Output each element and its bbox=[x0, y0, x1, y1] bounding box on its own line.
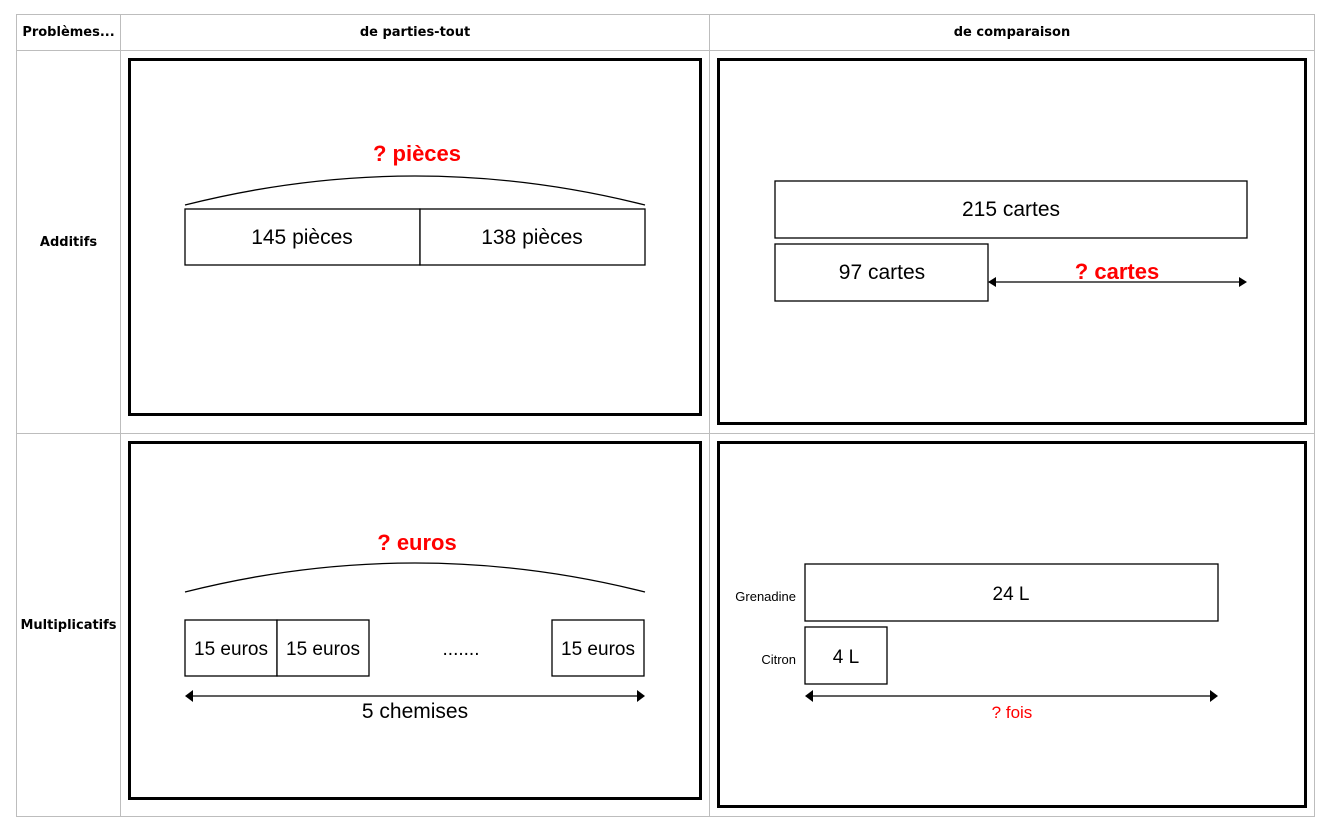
large-quantity-label: 24 L bbox=[993, 584, 1030, 605]
large-quantity-bar bbox=[804, 563, 1219, 622]
ratio-question-label: ? fois bbox=[992, 703, 1033, 722]
part-1-label: 145 pièces bbox=[251, 226, 353, 249]
unit-box-last bbox=[551, 619, 645, 677]
unit-last-label: 15 euros bbox=[561, 639, 635, 660]
panel-additive-parts-whole: ? pièces 145 pièces 138 pièces bbox=[128, 58, 702, 416]
table-border-top bbox=[16, 14, 1315, 15]
panel-multiplicative-parts-whole: ? euros 15 euros 15 euros ....... 15 eur… bbox=[128, 441, 702, 800]
table-border-bottom bbox=[16, 816, 1315, 817]
table-col-divider-2 bbox=[709, 14, 710, 817]
unit-box-2 bbox=[276, 619, 370, 677]
ratio-arrow-head-right bbox=[1210, 690, 1218, 702]
unit-2-label: 15 euros bbox=[286, 639, 360, 660]
header-problems: Problèmes... bbox=[22, 25, 115, 40]
table-border-right bbox=[1314, 14, 1315, 817]
smaller-quantity-label: 97 cartes bbox=[839, 261, 925, 284]
total-brace-arc bbox=[184, 175, 646, 206]
diagram-additive-comparison: 215 cartes 97 cartes ? cartes bbox=[774, 180, 1248, 302]
panel-additive-comparison: 215 cartes 97 cartes ? cartes bbox=[717, 58, 1307, 425]
diagram-multiplicative-comparison: Grenadine 24 L Citron 4 L ? fois bbox=[735, 563, 1219, 722]
schema-table: Problèmes... de parties-tout de comparai… bbox=[16, 14, 1315, 817]
count-arrow-head-right bbox=[637, 690, 645, 702]
large-quantity-name: Grenadine bbox=[735, 589, 796, 604]
difference-arrow-head-left bbox=[988, 277, 996, 287]
row-label-additive: Additifs bbox=[39, 234, 98, 250]
header-parts-whole: de parties-tout bbox=[359, 25, 471, 40]
ratio-arrow-head-left bbox=[805, 690, 813, 702]
count-label: 5 chemises bbox=[362, 700, 468, 723]
table-row-divider bbox=[16, 433, 1315, 434]
table-col-divider-1 bbox=[120, 14, 121, 817]
small-quantity-name: Citron bbox=[761, 652, 796, 667]
diagram-additive-parts-whole: ? pièces 145 pièces 138 pièces bbox=[184, 141, 646, 266]
total-question-label: ? euros bbox=[377, 530, 456, 555]
small-quantity-label: 4 L bbox=[833, 647, 859, 668]
total-brace-arc bbox=[184, 562, 646, 593]
part-2-label: 138 pièces bbox=[481, 226, 583, 249]
header-comparison: de comparaison bbox=[953, 25, 1071, 40]
part-box-2 bbox=[419, 208, 646, 266]
total-question-label: ? pièces bbox=[373, 141, 461, 166]
panel-multiplicative-comparison: Grenadine 24 L Citron 4 L ? fois bbox=[717, 441, 1307, 808]
count-arrow-head-left bbox=[185, 690, 193, 702]
table-border-left bbox=[16, 14, 17, 817]
smaller-quantity-bar bbox=[774, 243, 989, 302]
difference-arrow-head-right bbox=[1239, 277, 1247, 287]
table-header-divider bbox=[16, 50, 1315, 51]
diagram-multiplicative-parts-whole: ? euros 15 euros 15 euros ....... 15 eur… bbox=[184, 530, 646, 723]
part-box-1 bbox=[184, 208, 421, 266]
row-label-multiplicative: Multiplicatifs bbox=[20, 617, 117, 633]
larger-quantity-bar bbox=[774, 180, 1248, 239]
unit-box-1 bbox=[184, 619, 278, 677]
ellipsis-label: ....... bbox=[443, 639, 480, 660]
small-quantity-bar bbox=[804, 626, 888, 685]
larger-quantity-label: 215 cartes bbox=[962, 198, 1060, 221]
unit-1-label: 15 euros bbox=[194, 639, 268, 660]
difference-question-label: ? cartes bbox=[1075, 259, 1159, 284]
